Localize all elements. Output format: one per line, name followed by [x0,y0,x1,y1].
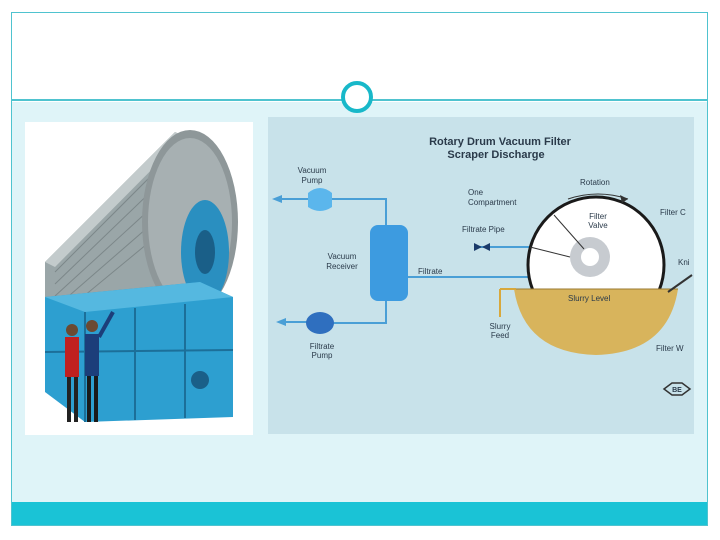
filter-valve-label-2: Valve [588,221,608,230]
slurry-trough [514,289,678,355]
process-diagram: Rotary Drum Vacuum Filter Scraper Discha… [268,117,694,434]
vacuum-arrow-icon [272,195,282,203]
filtrate-pump-icon [306,312,334,334]
filtrate-arrow-icon [276,318,286,326]
footer-bar [12,502,707,525]
filtrate-pipe-label: Filtrate Pipe [462,225,505,234]
filter-valve-label-1: Filter [589,212,607,221]
rotation-label: Rotation [580,178,610,187]
vacuum-pump-label-1: Vacuum [298,166,327,175]
one-compartment-label-2: Compartment [468,198,517,207]
logo-text: BE [672,387,682,394]
machine-photo [25,122,253,435]
diagram-logo: BE [662,382,692,396]
filter-cloth-label: Filter C [660,208,686,217]
diagram-title-line2: Scraper Discharge [447,149,544,161]
filter-w-label: Filter W [656,344,684,353]
diagram-title-line1: Rotary Drum Vacuum Filter [429,136,572,148]
machine-illustration [44,130,238,422]
filtrate-label: Filtrate [418,267,443,276]
valve-icon [474,243,482,251]
filtrate-pump-label-2: Pump [312,351,333,360]
vacuum-receiver-label-2: Receiver [326,262,358,271]
vacuum-receiver-label-1: Vacuum [328,252,357,261]
vacuum-pump-icon [308,188,332,211]
diagram-svg: Rotary Drum Vacuum Filter Scraper Discha… [272,136,693,396]
slurry-feed-label-1: Slurry [490,322,511,331]
vacuum-receiver-icon [370,225,408,301]
vacuum-pump-label-2: Pump [302,176,323,185]
filtrate-pump-label-1: Filtrate [310,342,335,351]
one-compartment-label-1: One [468,188,484,197]
decorative-circle [341,81,373,113]
slurry-feed-label-2: Feed [491,331,509,340]
slurry-level-label: Slurry Level [568,294,610,303]
knife-label: Kni [678,258,690,267]
